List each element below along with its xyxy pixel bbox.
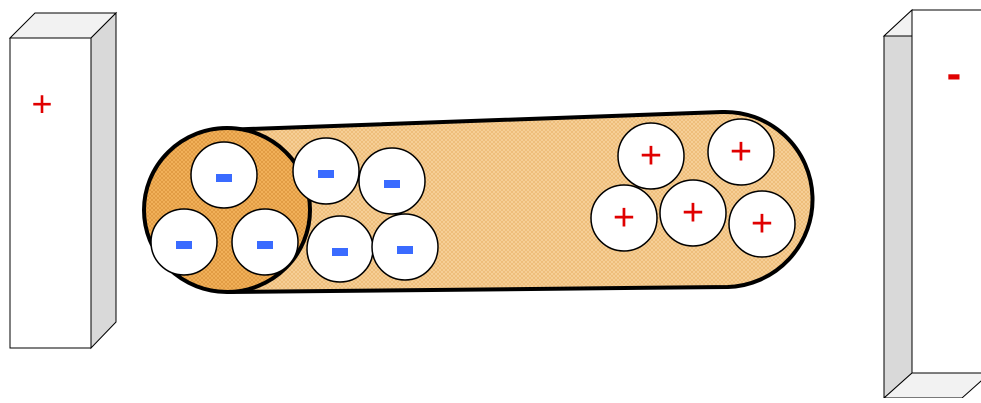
negative-sign-mark xyxy=(384,180,400,188)
right-plate-front xyxy=(911,9,981,381)
positive-sign-mark: + xyxy=(613,197,635,239)
left-plate-sign: + xyxy=(31,83,52,124)
right-plate-side xyxy=(883,8,913,400)
negative-particle xyxy=(358,147,426,215)
left-plate: + xyxy=(8,11,118,350)
negative-sign-mark xyxy=(332,248,348,256)
positive-particle-circle xyxy=(617,122,685,190)
negative-particle xyxy=(231,208,299,276)
positive-particle-circle xyxy=(728,190,796,258)
left-plate-side xyxy=(90,11,117,350)
positive-sign-mark: + xyxy=(751,203,773,245)
positive-particle-circle xyxy=(707,118,775,186)
negative-particle xyxy=(150,208,218,276)
negative-particle xyxy=(292,137,360,205)
negative-sign-mark xyxy=(176,241,192,249)
positive-particle: + xyxy=(590,184,658,252)
positive-sign-mark: + xyxy=(730,131,752,173)
positive-particle-circle xyxy=(590,184,658,252)
negative-sign-mark xyxy=(216,174,232,182)
positive-particle: + xyxy=(659,179,727,247)
negative-particle xyxy=(371,213,439,281)
positive-particle: + xyxy=(617,122,685,190)
positive-particle: + xyxy=(707,118,775,186)
positive-particle-circle xyxy=(659,179,727,247)
particle-group: +++++ xyxy=(150,118,796,283)
negative-sign-mark xyxy=(397,246,413,254)
negative-particle xyxy=(190,141,258,209)
positive-sign-mark: + xyxy=(640,135,662,177)
right-plate-sign: - xyxy=(947,49,962,98)
negative-sign-mark xyxy=(257,241,273,249)
positive-particle: + xyxy=(728,190,796,258)
negative-particle xyxy=(306,215,374,283)
negative-sign-mark xyxy=(318,170,334,178)
left-plate-front xyxy=(9,37,92,349)
right-plate: - xyxy=(882,8,981,400)
positive-sign-mark: + xyxy=(682,192,704,234)
